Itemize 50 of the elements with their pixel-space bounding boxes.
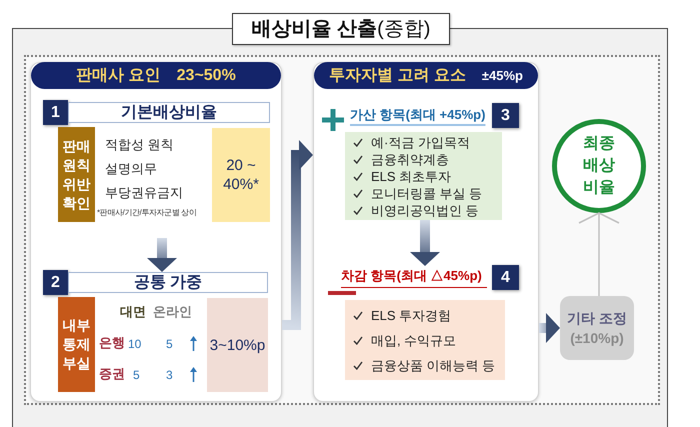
list-item: 비영리공익법인 등 <box>371 202 479 218</box>
rate-box: 20 ~ 40%* <box>212 128 270 222</box>
panel-card <box>30 62 282 402</box>
footnote: *판매사/기간/투자자군별 상이 <box>97 207 196 218</box>
step-badge: 4 <box>492 265 519 290</box>
rate-box: 3~10%p <box>207 298 268 392</box>
list-item: ELS 투자경험 <box>371 306 452 324</box>
weight-value: 5 <box>166 336 173 352</box>
criterion-text: 부당권유금지 <box>105 185 183 201</box>
criteria-list <box>345 132 502 220</box>
list-item: 금융취약계층 <box>371 150 449 168</box>
row-header: 증권 <box>99 366 125 382</box>
block-arrow <box>282 140 313 330</box>
weight-value: 3 <box>166 367 173 383</box>
block-arrow <box>539 313 560 343</box>
column-header: 온라인 <box>153 304 192 320</box>
block-arrow <box>410 220 440 266</box>
panel-range: 23~50% <box>176 66 236 86</box>
adjustment-box <box>560 296 634 360</box>
list-item: 예·적금 가입목적 <box>371 134 470 150</box>
panel-title: 판매사 요인 <box>76 66 161 86</box>
adjustment-range: (±10%p) <box>570 329 624 347</box>
list-item: 금융상품 이해능력 등 <box>371 356 496 374</box>
list-item: 매입, 수익규모 <box>371 332 456 348</box>
step-badge: 2 <box>43 270 68 295</box>
step-badge: 1 <box>43 100 68 125</box>
weight-value: 5 <box>133 367 140 383</box>
panel-range: ±45%p <box>482 66 523 85</box>
section-title-bar: 공통 가중 <box>68 272 268 293</box>
criterion-text: 적합성 원칙 <box>105 137 174 153</box>
weight-value: 10 <box>128 336 142 352</box>
result-text: 최종 배상 비율 <box>582 134 616 198</box>
criteria-list <box>345 300 505 380</box>
block-arrow <box>147 238 177 272</box>
addition-heading: 가산 항목(최대 +45%p) <box>350 106 486 124</box>
panel-card <box>313 62 539 402</box>
category-tag: 내부 통제 부실 <box>58 297 95 392</box>
arrow <box>578 212 620 296</box>
panel-title: 투자자별 고려 요소 <box>329 66 466 86</box>
deduction-heading: 차감 항목(최대 △45%p) <box>341 266 487 288</box>
diagram-title: 배상비율 산출(종합) <box>232 13 450 45</box>
step-badge: 3 <box>492 103 519 128</box>
category-tag: 판매 원칙 위반 확인 <box>58 127 95 222</box>
adjustment-title: 기타 조정 <box>567 309 627 327</box>
section-title-bar: 기본배상비율 <box>68 102 270 123</box>
row-header: 은행 <box>99 335 125 351</box>
criterion-text: 설명의무 <box>105 161 157 177</box>
column-header: 대면 <box>120 304 146 320</box>
list-item: 모니터링콜 부실 등 <box>371 184 482 202</box>
list-item: ELS 최초투자 <box>371 168 452 184</box>
